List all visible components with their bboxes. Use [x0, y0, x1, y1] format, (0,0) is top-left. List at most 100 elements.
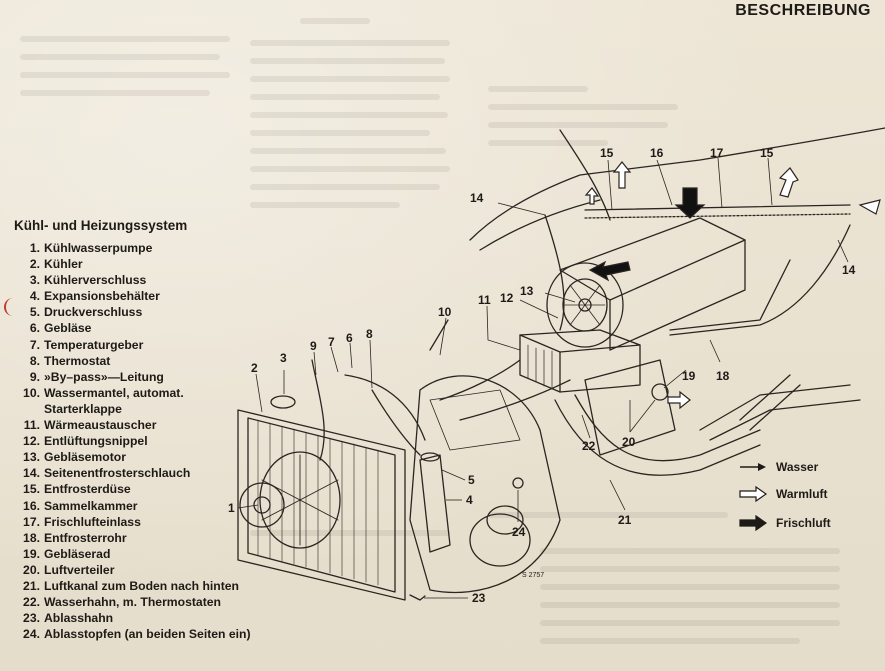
- floor-duct-right: [699, 384, 851, 431]
- water-pump-pulley: [253, 496, 271, 514]
- list-item: 3.Kühlerverschluss: [29, 273, 147, 288]
- warm-air-arrow: [667, 390, 691, 410]
- callout-9: 9: [310, 339, 317, 353]
- callout-11: 11: [478, 293, 491, 307]
- list-item: 19.Gebläserad: [23, 546, 111, 561]
- callout-14-left: 14: [470, 191, 484, 205]
- callout-8: 8: [366, 327, 373, 341]
- callout-15-right: 15: [760, 146, 774, 160]
- dash-top: [584, 204, 851, 211]
- figure-code: S 2757: [522, 572, 545, 579]
- callout-23: 23: [472, 591, 486, 605]
- list-item: 20.Luftverteiler: [23, 562, 115, 577]
- list-item: 4.Expansionsbehälter: [29, 289, 160, 304]
- body-outline: [479, 199, 601, 251]
- list-item: 9.»By–pass»—Leitung: [29, 369, 164, 384]
- expansion-tank: [419, 454, 451, 553]
- callout-20: 20: [622, 435, 636, 449]
- callout-17: 17: [710, 146, 724, 160]
- hollow-arrow-icon: [739, 486, 768, 502]
- air-flow-arrows: [584, 161, 881, 410]
- fresh-air-arrow: [588, 260, 631, 282]
- thin-arrow-icon: [740, 463, 766, 471]
- callout-19: 19: [682, 369, 696, 383]
- heat-exchanger-fins: [527, 344, 553, 390]
- solid-arrow-icon: [739, 515, 768, 531]
- body-outline: [469, 127, 885, 241]
- key-label-fresh-air: Frischluft: [776, 516, 831, 530]
- list-item: 22.Wasserhahn, m. Thermostaten: [23, 595, 221, 610]
- hose: [371, 389, 421, 456]
- warm-air-arrow: [778, 167, 799, 198]
- leader-lines: [237, 157, 849, 599]
- engine-block: [429, 389, 521, 451]
- callout-3: 3: [280, 351, 287, 365]
- list-item: 13.Gebläsemotor: [23, 450, 126, 465]
- defroster-hose-left: [544, 214, 565, 331]
- floor-duct-right: [739, 374, 791, 421]
- callout-labels: 14 15 16 17 15 14 13 12 11 10 9 7 6 8 3 …: [228, 146, 856, 605]
- callout-6: 6: [346, 331, 353, 345]
- floor-duct: [554, 399, 761, 476]
- floor-duct: [574, 394, 761, 462]
- engine-block: [409, 375, 561, 594]
- callout-21: 21: [618, 513, 632, 527]
- radiator-cap: [270, 395, 296, 409]
- bypass-hose: [311, 359, 325, 461]
- drain-plug: [512, 477, 524, 489]
- hose: [439, 359, 521, 401]
- list-item: 8.Thermostat: [29, 353, 111, 368]
- callout-2: 2: [251, 361, 258, 375]
- callout-12: 12: [500, 291, 514, 305]
- callout-16: 16: [650, 146, 664, 160]
- list-item: 12.Entlüftungsnippel: [23, 434, 148, 449]
- callout-7: 7: [328, 335, 335, 349]
- callout-4: 4: [466, 493, 473, 507]
- radiator-frame: [247, 417, 396, 593]
- list-item: 10.Wassermantel, automat.: [23, 385, 184, 400]
- list-item: 1.Kühlwasserpumpe: [29, 241, 153, 255]
- list-item: 17.Frischlufteinlass: [23, 514, 141, 529]
- callout-5: 5: [468, 473, 475, 487]
- windshield-edge: [559, 129, 611, 221]
- red-margin-mark: [4, 298, 16, 316]
- floor-duct-right: [709, 399, 861, 441]
- hose: [459, 379, 571, 421]
- page-header-title: BESCHREIBUNG: [735, 2, 871, 19]
- callout-14-right: 14: [842, 263, 856, 277]
- warm-air-arrow: [584, 187, 600, 205]
- list-item: 21.Luftkanal zum Boden nach hinten: [23, 578, 240, 593]
- heater-housing: [559, 217, 746, 301]
- key-label-water: Wasser: [776, 460, 819, 474]
- cooling-fan: [259, 451, 341, 549]
- warm-air-arrow: [612, 161, 632, 189]
- key-label-warm-air: Warmluft: [776, 487, 828, 501]
- parts-list: 1.Kühlwasserpumpe 2.Kühler 3.Kühlerversc…: [10, 240, 251, 642]
- callout-1: 1: [228, 501, 235, 515]
- callout-22: 22: [582, 439, 596, 453]
- fresh-air-arrow: [674, 187, 706, 219]
- radiator-frame: [237, 409, 406, 601]
- blower-fan-blades: [564, 284, 606, 326]
- defroster-hose-right: [669, 224, 851, 336]
- list-item: 24.Ablasstopfen (an beiden Seiten ein): [23, 627, 251, 642]
- cooling-fan-blades: [261, 454, 339, 546]
- blower-fan-ring: [546, 262, 624, 348]
- list-item: 15.Entfrosterdüse: [23, 482, 131, 497]
- list-item: 18.Entfrosterrohr: [23, 530, 127, 545]
- list-item: 5.Druckverschluss: [29, 305, 143, 320]
- floor-duct-right: [749, 384, 801, 431]
- callout-18: 18: [716, 369, 730, 383]
- list-item: 14.Seitenentfrosterschlauch: [23, 466, 191, 481]
- heat-exchanger: [519, 334, 561, 393]
- list-item: 16.Sammelkammer: [23, 498, 138, 513]
- list-item: 2.Kühler: [29, 257, 83, 272]
- list-item: 7.Temperaturgeber: [29, 337, 144, 352]
- list-item: 23.Ablasshahn: [23, 611, 114, 626]
- drain-cock: [409, 594, 426, 601]
- heat-exchanger: [519, 329, 641, 353]
- key-item-water: Wasser: [738, 459, 878, 475]
- callout-10: 10: [438, 305, 452, 319]
